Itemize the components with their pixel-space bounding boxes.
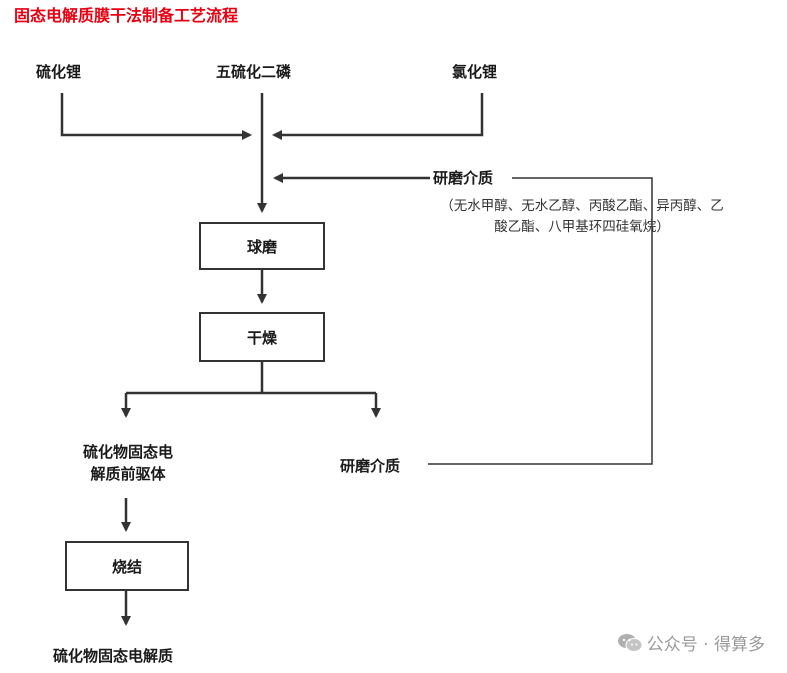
grinding-media-label: 研磨介质	[433, 169, 494, 187]
output-recovered-media: 研磨介质	[340, 457, 401, 475]
input-p2s5: 五硫化二磷	[216, 63, 292, 81]
line-licl	[272, 93, 484, 140]
step-ball-mill-label: 球磨	[246, 237, 277, 256]
grinding-media-note-line1: （无水甲醇、无水乙醇、丙酸乙酯、异丙醇、乙	[440, 198, 724, 214]
input-licl: 氯化锂	[452, 63, 498, 81]
watermark: 公众号 · 得算多	[617, 630, 765, 655]
output-precursor-line1: 硫化物固态电	[82, 443, 173, 461]
line-media-recycle	[428, 177, 653, 465]
step-sinter: 烧结	[65, 541, 189, 591]
step-sinter-label: 烧结	[111, 557, 142, 576]
grinding-media-note: （无水甲醇、无水乙醇、丙酸乙酯、异丙醇、乙 酸乙酯、八甲基环四硅氧烷）	[404, 196, 760, 238]
step-ball-mill: 球磨	[199, 222, 325, 270]
output-precursor: 硫化物固态电 解质前驱体	[66, 441, 190, 485]
step-dry: 干燥	[199, 312, 325, 362]
input-li2s: 硫化锂	[36, 63, 82, 81]
wechat-icon	[617, 633, 643, 652]
line-li2s	[60, 93, 252, 140]
line-dry-split	[126, 362, 376, 395]
output-precursor-line2: 解质前驱体	[90, 465, 166, 483]
output-final: 硫化物固态电解质	[53, 647, 174, 665]
watermark-text: 公众号 · 得算多	[646, 635, 765, 655]
grinding-media-note-line2: 酸乙酯、八甲基环四硅氧烷）	[494, 219, 670, 235]
page-title: 固态电解质膜干法制备工艺流程	[14, 6, 239, 25]
step-dry-label: 干燥	[246, 328, 277, 347]
